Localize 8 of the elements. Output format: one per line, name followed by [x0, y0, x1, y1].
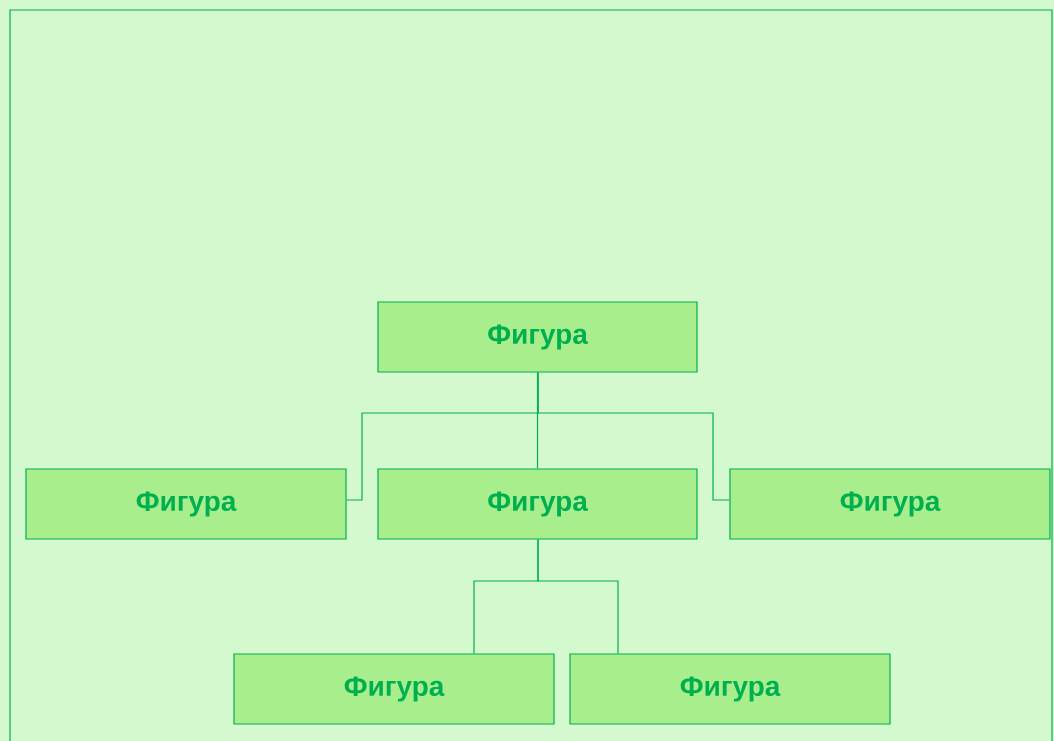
connector	[537, 372, 730, 501]
connector	[537, 539, 619, 654]
process-box: Фигура	[233, 653, 555, 725]
process-box: Фигура	[377, 468, 698, 540]
process-box: Фигура	[569, 653, 891, 725]
process-box: Фигура	[25, 468, 347, 540]
process-box: Фигура	[377, 301, 698, 373]
process-box: Фигура	[729, 468, 1051, 540]
